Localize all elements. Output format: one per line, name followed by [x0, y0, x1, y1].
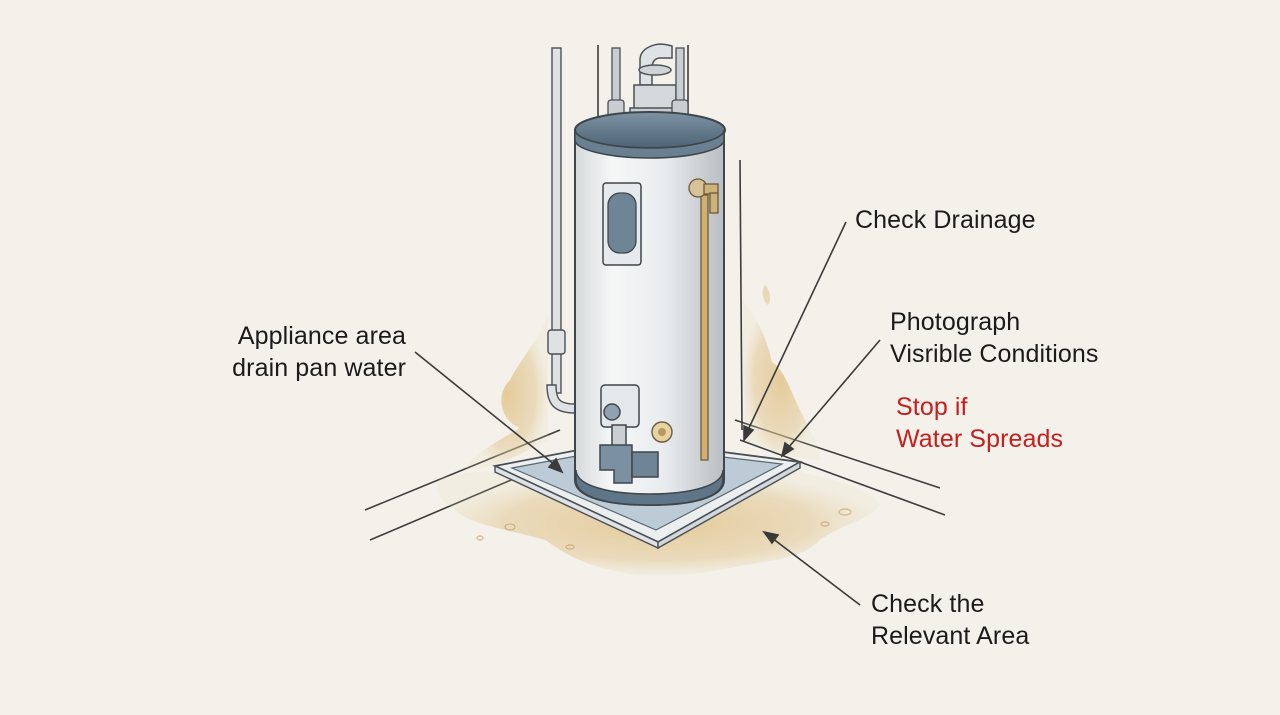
tank-base [575, 469, 724, 506]
label-photograph-conditions: Photograph Visrible Conditions [890, 306, 1099, 370]
label-photograph-line2: Visrible Conditions [890, 340, 1099, 368]
wall-stain-drip [762, 285, 771, 305]
wall-stain-right [742, 300, 820, 460]
label-check-drainage: Check Drainage [855, 204, 1036, 236]
label-stop-line2: Water Spreads [896, 425, 1064, 453]
label-photograph-line1: Photograph [890, 308, 1021, 336]
label-appliance-line1: Appliance area [237, 322, 406, 350]
label-appliance-line2: drain pan water [232, 354, 406, 382]
label-appliance-drain-pan: Appliance area drain pan water [214, 320, 406, 384]
relief-valve-pipe [688, 178, 719, 461]
label-check-relevant-area: Check the Relevant Area [871, 588, 1029, 652]
callout-arrows [414, 221, 881, 606]
label-check-drainage-text: Check Drainage [855, 206, 1036, 234]
wall-stain-left [465, 315, 548, 470]
puddle-droplets [476, 508, 852, 550]
gas-valve-icon [599, 384, 659, 484]
label-area-line1: Check the [871, 590, 985, 618]
label-stop-line1: Stop if [896, 393, 968, 421]
label-area-line2: Relevant Area [871, 622, 1030, 650]
label-stop-warning: Stop if Water Spreads [896, 391, 1063, 455]
